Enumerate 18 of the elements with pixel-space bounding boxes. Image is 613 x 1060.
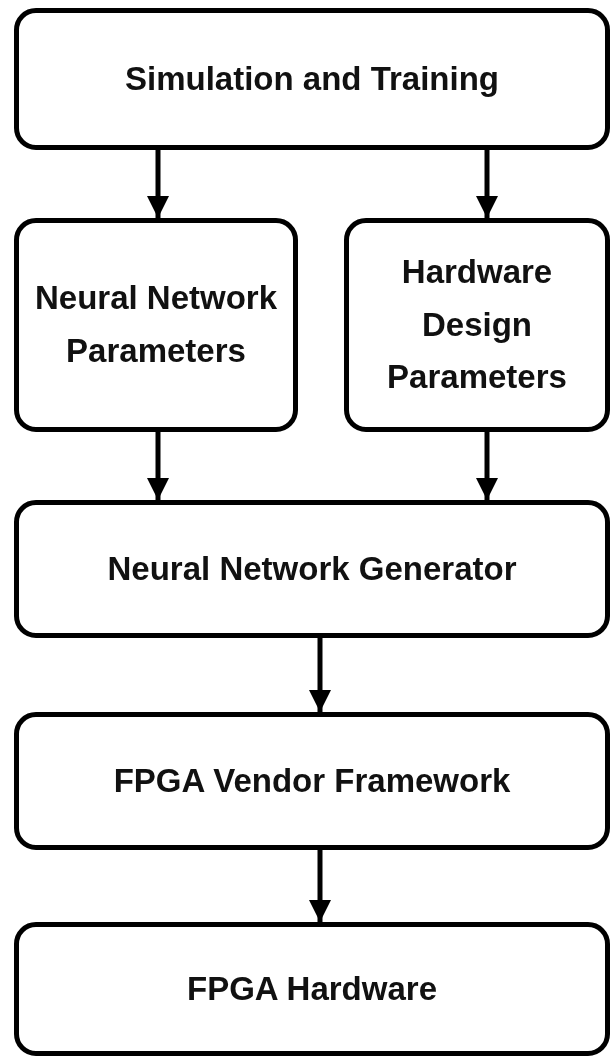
box-label: Hardware Design Parameters xyxy=(386,251,568,398)
arrow xyxy=(146,432,170,500)
box-label: Neural Network Parameters xyxy=(33,278,279,371)
arrow xyxy=(475,432,499,500)
process-box xyxy=(14,218,298,432)
process-box xyxy=(344,218,610,432)
process-box xyxy=(14,8,610,150)
arrow xyxy=(308,638,332,712)
process-box xyxy=(14,712,610,850)
process-box xyxy=(14,922,610,1056)
box-label: Simulation and Training xyxy=(125,58,499,99)
box-label: FPGA Vendor Framework xyxy=(113,760,511,801)
arrow xyxy=(308,850,332,922)
arrow xyxy=(146,150,170,218)
box-label: Neural Network Generator xyxy=(107,548,517,589)
process-box xyxy=(14,500,610,638)
box-label: FPGA Hardware xyxy=(187,968,437,1009)
arrow xyxy=(475,150,499,218)
